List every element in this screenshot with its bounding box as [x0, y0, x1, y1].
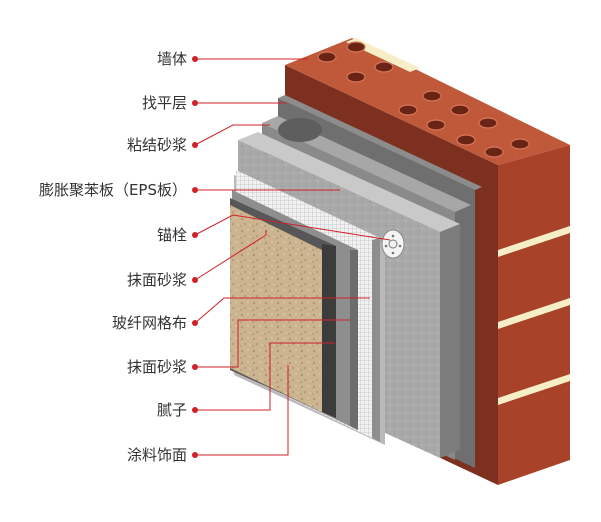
leader-lines	[194, 58, 391, 456]
label-fiberglass-mesh: 玻纤网格布	[111, 314, 187, 332]
label-eps-board: 膨胀聚苯板（EPS板）	[38, 181, 187, 199]
anchor-bolt	[381, 229, 405, 259]
label-coating-finish: 涂料饰面	[126, 446, 187, 464]
leader-finish	[195, 365, 289, 456]
label-anchor: 锚栓	[156, 226, 187, 244]
leader-plaster1	[194, 230, 267, 281]
label-plaster-mortar-2: 抹面砂浆	[126, 358, 187, 376]
leader-plaster2	[195, 319, 350, 368]
label-bonding-mortar: 粘结砂浆	[126, 136, 187, 154]
leader-dots	[192, 56, 198, 458]
leader-bonding	[194, 124, 270, 146]
coating-finish-layer	[230, 205, 322, 412]
leader-anchor	[194, 214, 391, 241]
label-putty: 腻子	[156, 401, 187, 419]
label-plaster-mortar-1: 抹面砂浆	[126, 271, 187, 289]
leader-putty	[195, 342, 335, 411]
mortar-bump	[278, 118, 322, 142]
leader-mesh	[194, 297, 370, 324]
label-leveling: 找平层	[141, 94, 187, 112]
label-wall: 墙体	[156, 50, 187, 68]
